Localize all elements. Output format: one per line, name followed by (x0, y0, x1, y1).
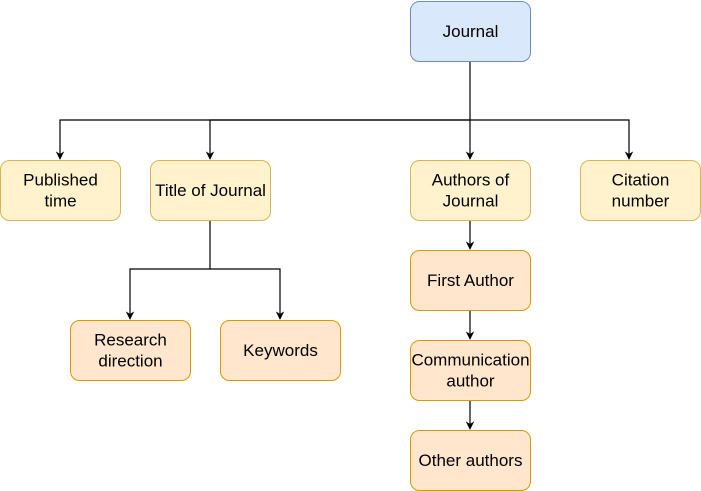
node-label-published-time: Published (23, 171, 98, 190)
node-keywords: Keywords (220, 320, 341, 381)
node-label-communication-author: Communication (411, 351, 529, 370)
node-communication-author: Communication author (410, 340, 531, 401)
node-box-communication-author (410, 340, 531, 401)
node-label-research-direction: direction (98, 352, 162, 371)
node-box-authors-of-journal (410, 160, 531, 221)
node-box-published-time (0, 160, 121, 221)
node-label-journal: Journal (443, 22, 499, 41)
node-label-first-author: First Author (427, 271, 514, 290)
node-label-title-of-journal: Title of Journal (155, 181, 266, 200)
edge-journal-to-title-of-journal (205, 119, 470, 160)
node-journal: Journal (410, 1, 531, 62)
node-label-research-direction: Research (94, 331, 167, 350)
node-label-authors-of-journal: Authors of (432, 171, 510, 190)
node-label-communication-author: author (446, 372, 495, 391)
node-box-research-direction (70, 320, 191, 381)
node-first-author: First Author (410, 250, 531, 311)
node-label-other-authors: Other authors (419, 451, 523, 470)
edges (55, 61, 634, 430)
edge-title-to-research-direction (125, 221, 211, 320)
node-box-title-of-journal (150, 160, 271, 221)
node-label-authors-of-journal: Journal (443, 192, 499, 211)
edge-journal-to-citation-number (470, 119, 634, 160)
node-label-citation-number: Citation (612, 171, 670, 190)
edge-journal-to-published-time (55, 61, 471, 160)
node-box-first-author (410, 250, 531, 311)
node-label-published-time: time (44, 192, 76, 211)
node-citation-number: Citation number (580, 160, 701, 221)
node-box-keywords (220, 320, 341, 381)
node-authors-of-journal: Authors of Journal (410, 160, 531, 221)
node-label-citation-number: number (612, 192, 670, 211)
edge-title-to-keywords (210, 268, 285, 320)
node-published-time: Published time (0, 160, 121, 221)
node-research-direction: Research direction (70, 320, 191, 381)
node-label-keywords: Keywords (243, 341, 318, 360)
node-box-citation-number (580, 160, 701, 221)
node-box-journal (410, 1, 531, 62)
node-title-of-journal: Title of Journal (150, 160, 271, 221)
node-other-authors: Other authors (410, 430, 531, 491)
